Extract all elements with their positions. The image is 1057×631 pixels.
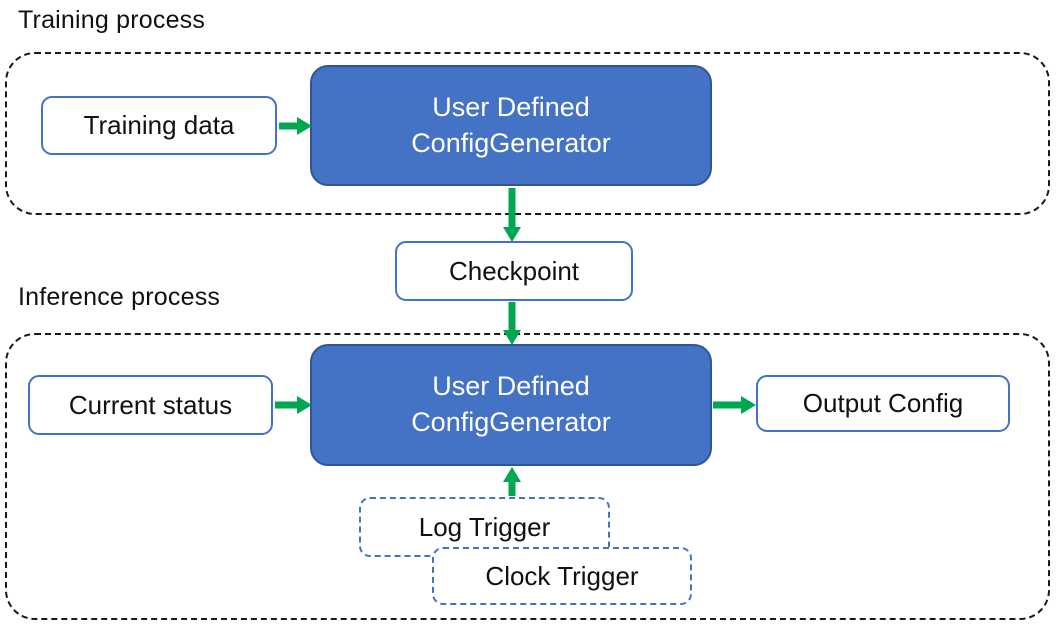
inference-config-generator-line2: ConfigGenerator (411, 407, 611, 437)
training-config-generator-line1: User Defined (432, 91, 590, 122)
inference-config-generator-node: User Defined ConfigGenerator (310, 344, 712, 466)
training-config-generator-line2: ConfigGenerator (411, 127, 611, 158)
inference-process-container (5, 333, 1050, 620)
training-config-generator-node: User Defined ConfigGenerator (310, 65, 712, 186)
inference-process-label: Inference process (18, 283, 221, 311)
inference-config-generator-line1: User Defined (432, 371, 590, 402)
clock-trigger-node: Clock Trigger (432, 547, 692, 605)
training-process-label: Training process (18, 6, 206, 34)
current-status-node: Current status (28, 375, 273, 435)
checkpoint-node: Checkpoint (395, 241, 633, 301)
training-process-container (5, 52, 1050, 215)
output-config-node: Output Config (756, 375, 1010, 432)
training-data-node: Training data (41, 96, 277, 155)
